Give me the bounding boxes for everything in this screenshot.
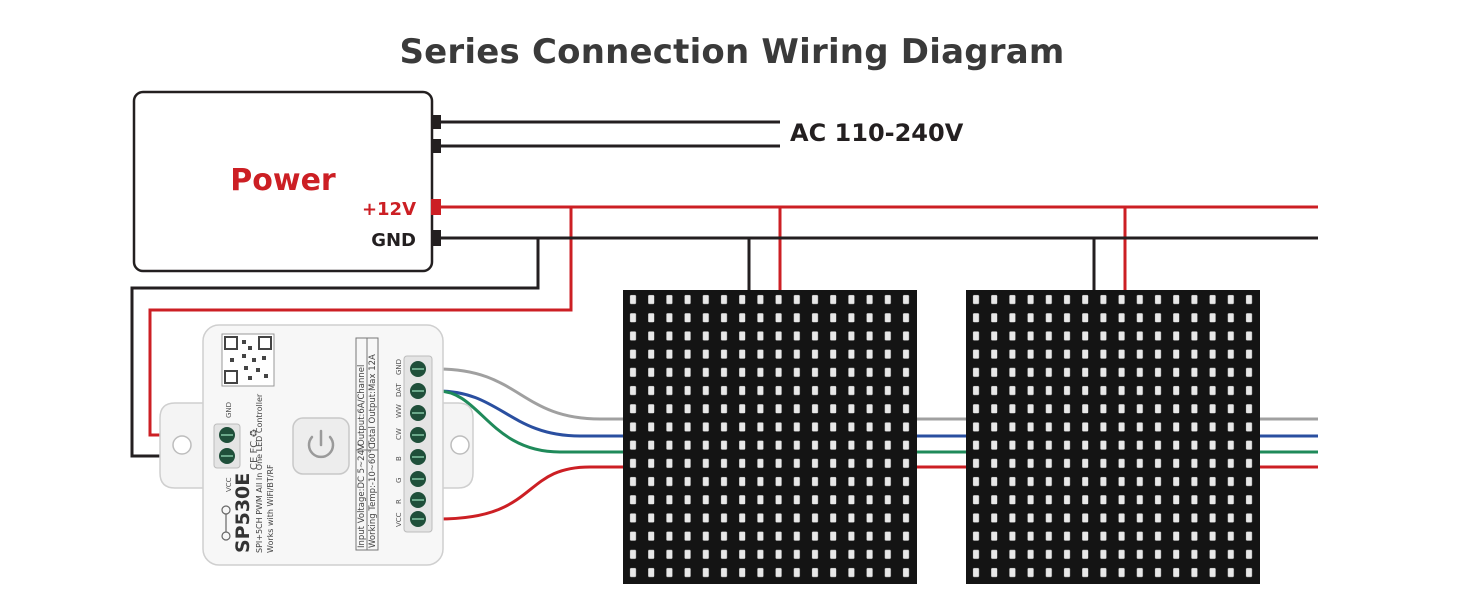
working-temp-text: Working Temp:-10~60°C: [368, 443, 378, 548]
controller-compat: Works with WiFi/BT/RF: [266, 464, 275, 553]
signal-wires: [437, 367, 1318, 521]
model-name: SP530E: [232, 473, 254, 553]
total-output-text: Total Output:Max 12A: [368, 354, 378, 447]
pin-ww: WW: [395, 404, 403, 418]
ground-terminal-label: GND: [371, 230, 416, 251]
mount-hole-left: [172, 435, 192, 455]
positive-terminal-label: +12V: [362, 199, 416, 220]
power-supply: Power +12V GND: [132, 90, 441, 273]
ac-input-wires: AC 110-240V: [441, 119, 964, 148]
right-terminal-block: GND DAT WW CW B G R VCC: [395, 355, 433, 533]
pin-cw: CW: [395, 428, 403, 440]
pin-g: G: [395, 478, 403, 483]
diagram-title: Series Connection Wiring Diagram: [399, 32, 1065, 72]
qr-code-icon: [221, 333, 275, 387]
dc-polarity-icon: [221, 505, 231, 541]
ac-terminal-1: [431, 115, 441, 129]
output-channel-text: Output:6A/Channel: [357, 365, 367, 446]
controller-subtitle: SPI+5CH PWM All In One LED Controller: [255, 393, 264, 553]
pin-b: B: [395, 456, 403, 461]
left-terminal-block: GND VCC: [213, 402, 241, 492]
ac-input-label: AC 110-240V: [790, 119, 964, 147]
left-pin-vcc: VCC: [225, 477, 233, 492]
certification-icons: CE FC ♻: [249, 429, 260, 470]
left-pin-gnd: GND: [225, 402, 233, 418]
pin-gnd: GND: [395, 359, 403, 375]
ground-terminal: [431, 230, 441, 246]
pin-vcc: VCC: [395, 512, 403, 527]
pin-r: R: [395, 499, 403, 504]
pin-dat: DAT: [395, 382, 403, 397]
input-voltage-text: Input Voltage:DC 5~24V: [357, 444, 367, 548]
svg-text:CE FC ♻: CE FC ♻: [249, 429, 260, 470]
led-matrix-panel-1: [623, 290, 917, 584]
ac-terminal-2: [431, 139, 441, 153]
controller: Input Voltage:DC 5~24V Working Temp:-10~…: [159, 324, 474, 566]
power-icon: [307, 429, 335, 459]
mount-hole-right: [450, 435, 470, 455]
power-label: Power: [230, 163, 336, 198]
positive-terminal: [431, 199, 441, 215]
led-matrix-panel-2: [966, 290, 1260, 584]
